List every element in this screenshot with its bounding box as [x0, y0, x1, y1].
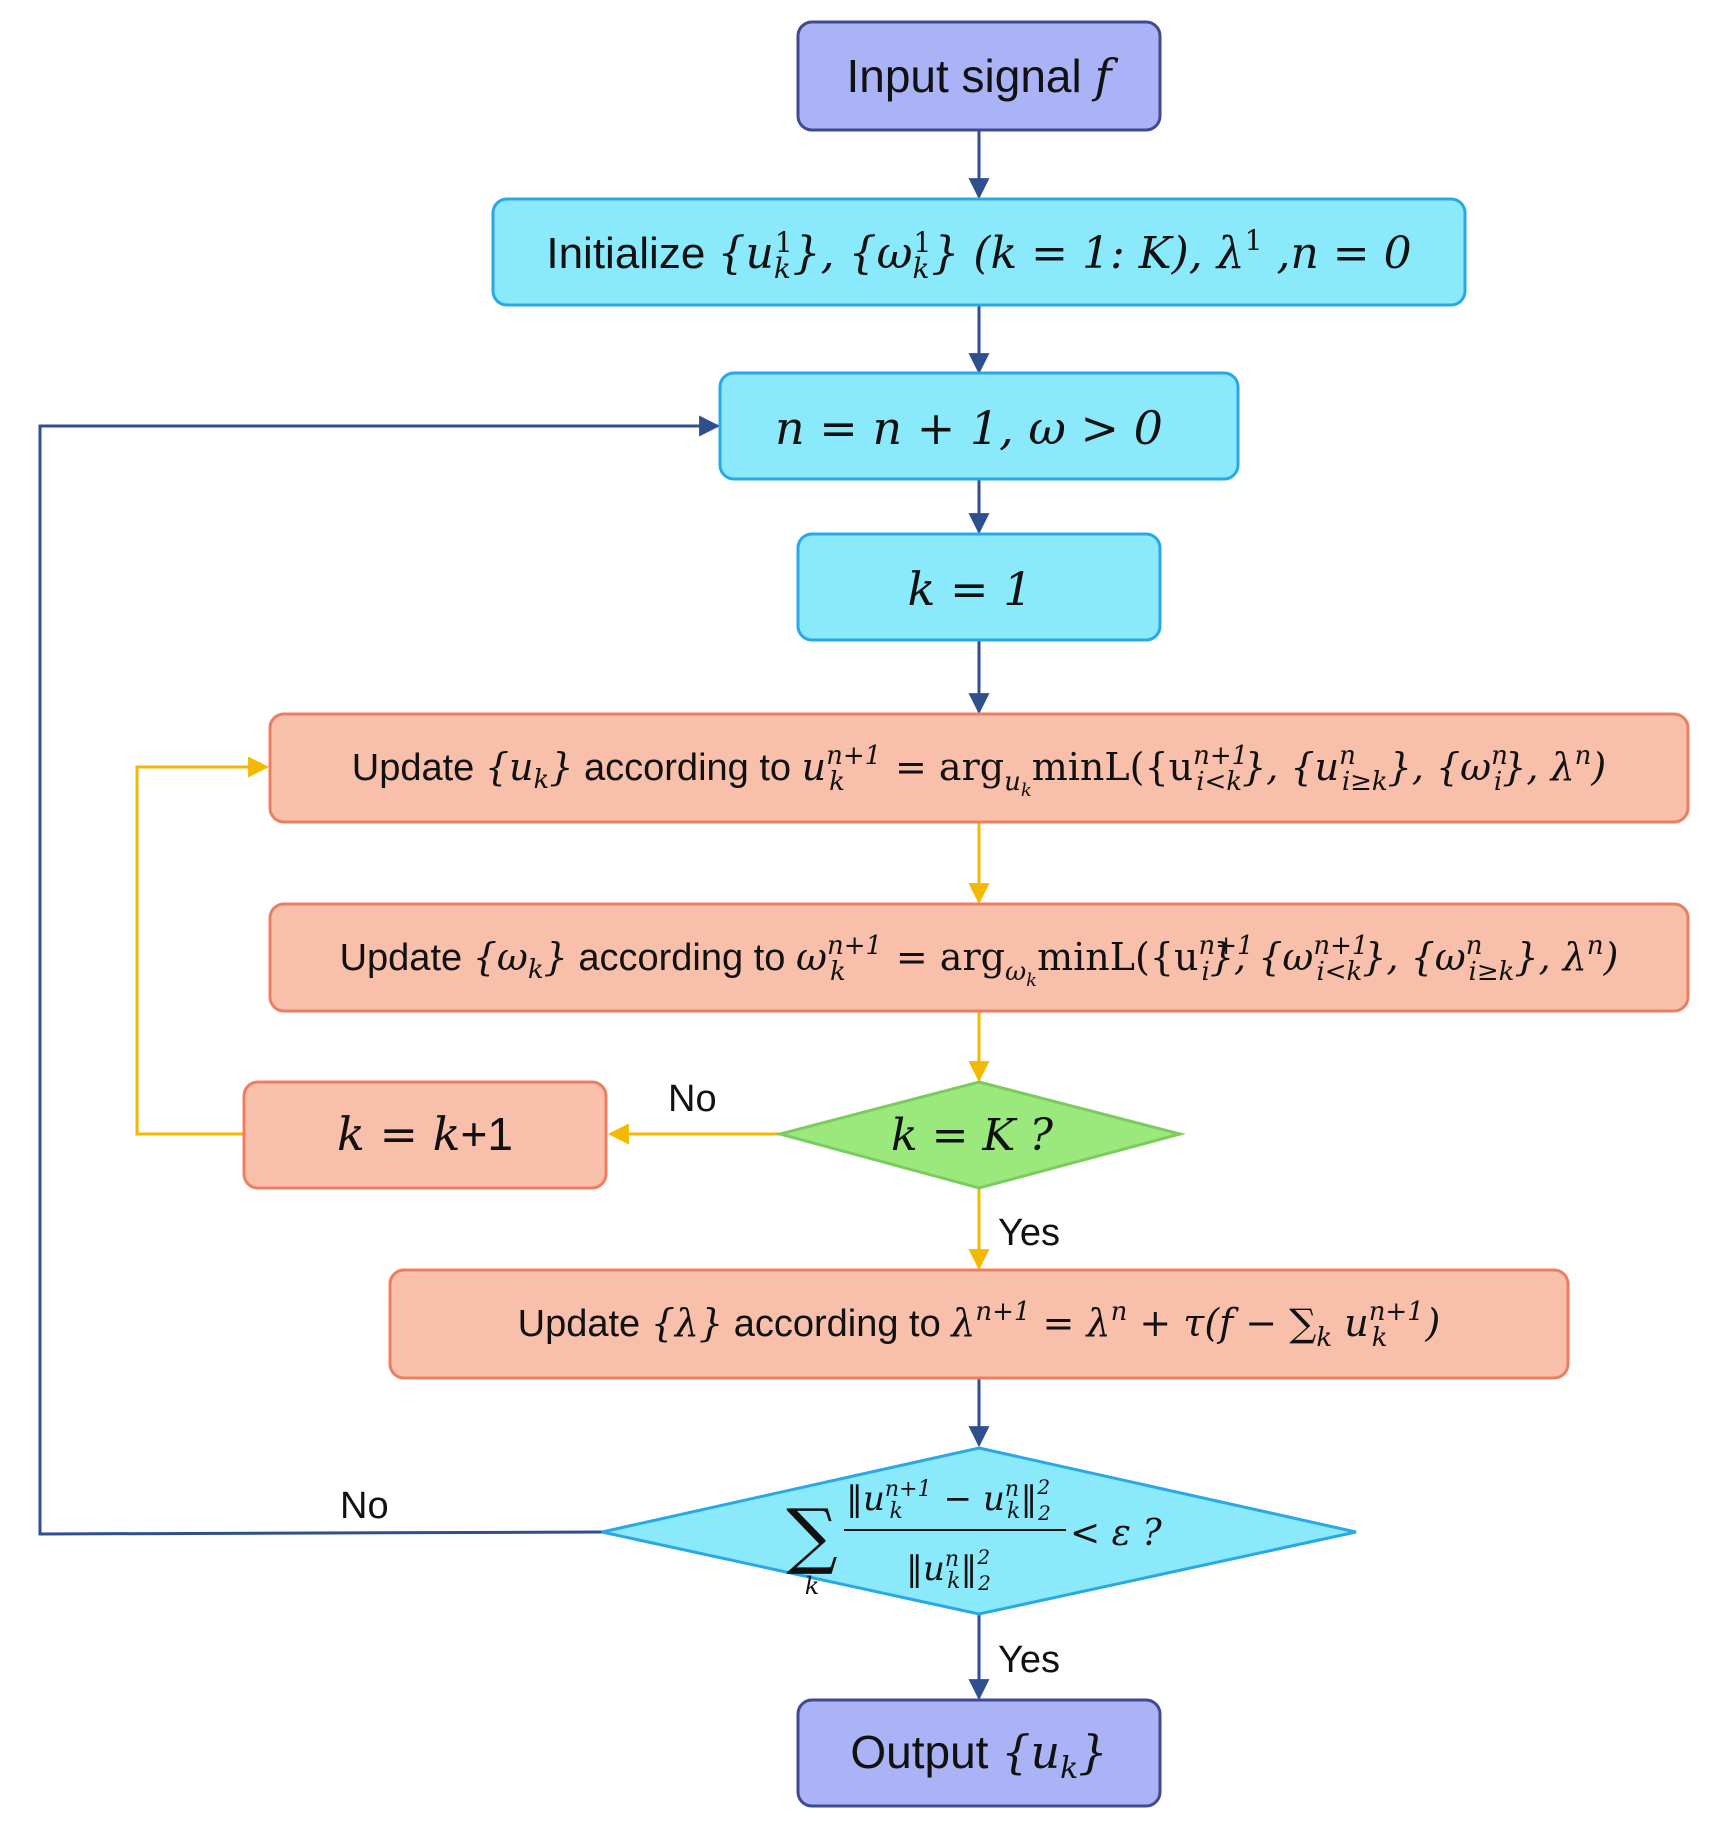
svg-text:‖un+1k − unk‖22: ‖un+1k − unk‖22: [846, 1475, 1051, 1525]
node-output: Output {uk}: [796, 1698, 1162, 1808]
edge-kincr-updateu-loop: [135, 756, 270, 1136]
label-k-no: No: [668, 1078, 717, 1120]
svg-text:Input signal f: Input signal f: [846, 49, 1118, 103]
node-input-signal: Input signal f: [796, 20, 1162, 132]
sum-symbol: ∑: [786, 1493, 837, 1577]
svg-text:k = 1: k = 1: [908, 562, 1033, 616]
node-k-check-decision: k = K ?: [774, 1080, 1186, 1190]
label-k-yes: Yes: [998, 1212, 1060, 1254]
svg-text:k = k+1: k = k+1: [337, 1107, 513, 1161]
svg-text:n = n + 1, ω > 0: n = n + 1, ω > 0: [775, 401, 1163, 455]
node-k-init: k = 1: [796, 532, 1162, 642]
svg-text:< ε ?: < ε ?: [1070, 1513, 1162, 1554]
svg-text:k: k: [805, 1572, 820, 1600]
svg-text:‖unk‖22: ‖unk‖22: [906, 1545, 991, 1595]
label-conv-no: No: [340, 1485, 389, 1527]
node-initialize: Initialize {uk1}, {ωk1} (k = 1: K), λ1 ,…: [491, 197, 1467, 307]
svg-text:Update {uk} according to un+1k: Update {uk} according to un+1k = argukmi…: [352, 741, 1607, 801]
svg-text:Update {ωk} according to ωn+1k: Update {ωk} according to ωn+1k = argωkmi…: [340, 931, 1619, 991]
svg-text:Update {λ} according to λn+1 =: Update {λ} according to λn+1 = λn + τ(f …: [518, 1297, 1441, 1353]
connectors: [38, 130, 990, 1701]
node-k-increment: k = k+1: [242, 1080, 608, 1190]
svg-text:k = K ?: k = K ?: [891, 1110, 1053, 1161]
svg-text:Output {uk}: Output {uk}: [850, 1725, 1107, 1786]
edge-convcheck-nupdate-loop: [38, 415, 721, 1536]
node-update-lambda: Update {λ} according to λn+1 = λn + τ(f …: [388, 1268, 1570, 1380]
node-n-update: n = n + 1, ω > 0: [718, 371, 1240, 481]
label-conv-yes: Yes: [998, 1639, 1060, 1681]
edge-labels: No Yes No Yes: [340, 1078, 1060, 1681]
svg-text:Initialize {uk1}, {ωk1} (k =: Initialize {uk1}, {ωk1} (k = 1: K), λ1 ,…: [546, 224, 1411, 285]
